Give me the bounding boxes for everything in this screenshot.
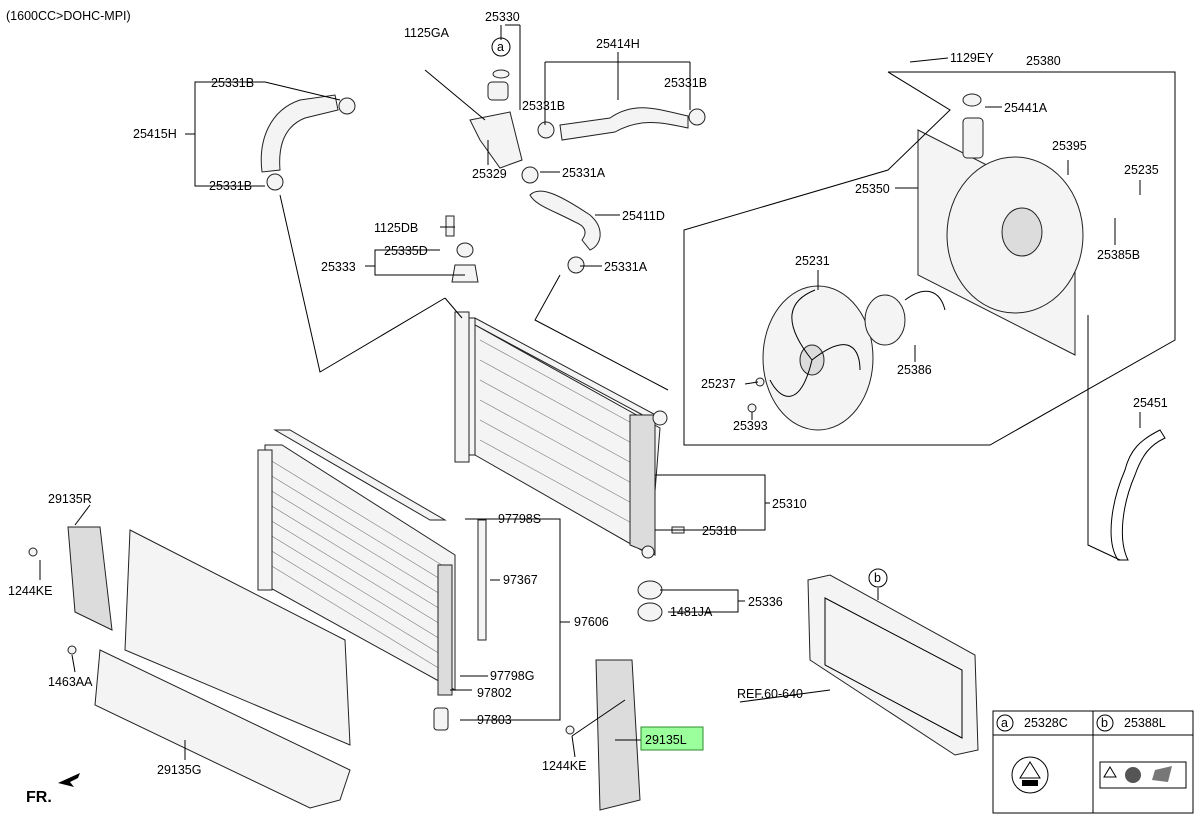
filler-neck-drawing (469, 69, 523, 169)
part-1463AA-label[interactable]: 1463AA (48, 675, 93, 689)
part-1129EY-label[interactable]: 1129EY (950, 51, 994, 65)
warning-label-a-icon (1011, 756, 1049, 794)
clamp-25331a-lower-drawing (567, 256, 585, 274)
part-25331B-topleft-label[interactable]: 25331B (211, 76, 254, 90)
part-25451-label[interactable]: 25451 (1133, 396, 1168, 410)
part-25331B-center-label[interactable]: 25331B (522, 99, 565, 113)
condenser-drawing (257, 429, 487, 731)
front-arrow-icon (58, 773, 80, 787)
clamp-25331b-topright-drawing (688, 108, 706, 126)
part-25331B-midleft-label[interactable]: 25331B (209, 179, 252, 193)
part-97606-label[interactable]: 97606 (574, 615, 609, 629)
fan-blade-drawing (762, 285, 874, 431)
legend-b-marker: b (1101, 716, 1108, 730)
part-97798S-label[interactable]: 97798S (498, 512, 541, 526)
bolt-1463aa-drawing (67, 645, 77, 655)
part-25331A-upper-label[interactable]: 25331A (562, 166, 606, 180)
part-29135R-label[interactable]: 29135R (48, 492, 92, 506)
front-direction-label: FR. (26, 789, 52, 806)
leader-lines (39, 24, 1176, 760)
part-29135G-label[interactable]: 29135G (157, 763, 201, 777)
air-guard-29135r-drawing (67, 526, 113, 631)
legend-table: a 25328C b 25388L (992, 710, 1194, 814)
part-1244KE-left-label[interactable]: 1244KE (8, 584, 52, 598)
engine-spec-label: (1600CC>DOHC-MPI) (6, 9, 131, 23)
part-25385B-label[interactable]: 25385B (1097, 248, 1140, 262)
part-25350-label[interactable]: 25350 (855, 182, 890, 196)
callout-a-letter: a (497, 40, 504, 54)
part-25330-label[interactable]: 25330 (485, 10, 520, 24)
part-25237-label[interactable]: 25237 (701, 377, 736, 391)
part-25386-label[interactable]: 25386 (897, 363, 932, 377)
part-25231-label[interactable]: 25231 (795, 254, 830, 268)
bolt-1244ke-bottom-drawing (565, 725, 575, 735)
mounting-bracket-drawing (445, 215, 479, 283)
part-97802-label[interactable]: 97802 (477, 686, 512, 700)
part-25411D-label[interactable]: 25411D (622, 209, 665, 223)
part-1125DB-label[interactable]: 1125DB (374, 221, 418, 235)
part-25235-label[interactable]: 25235 (1124, 163, 1159, 177)
part-1244KE-bottom-label[interactable]: 1244KE (542, 759, 586, 773)
part-25415H-label[interactable]: 25415H (133, 127, 177, 141)
part-25318-label[interactable]: 25318 (702, 524, 737, 538)
air-guard-29135l-drawing (595, 659, 641, 811)
part-25331A-lower-label[interactable]: 25331A (604, 260, 648, 274)
part-25329-label[interactable]: 25329 (472, 167, 507, 181)
part-25393-label[interactable]: 25393 (733, 419, 768, 433)
part-97367-label[interactable]: 97367 (503, 573, 538, 587)
part-1481JA-label[interactable]: 1481JA (670, 605, 713, 619)
hose-25415h-drawing (260, 94, 339, 173)
warning-label-b-icon (1099, 761, 1187, 789)
callout-a[interactable]: a (491, 37, 511, 57)
part-1125GA-label[interactable]: 1125GA (404, 26, 450, 40)
part-29135L-highlight (640, 726, 704, 751)
part-25441A-label[interactable]: 25441A (1004, 101, 1048, 115)
hose-25411d-drawing (529, 190, 601, 251)
part-25335D-label[interactable]: 25335D (384, 244, 428, 258)
part-25331B-topright-label[interactable]: 25331B (664, 76, 707, 90)
part-25336-label[interactable]: 25336 (748, 595, 783, 609)
part-25333-label[interactable]: 25333 (321, 260, 356, 274)
part-25380-label[interactable]: 25380 (1026, 54, 1061, 68)
part-25395-label[interactable]: 25395 (1052, 139, 1087, 153)
bolt-1244ke-left-drawing (28, 547, 38, 557)
clamp-25331b-center-drawing (537, 121, 555, 139)
legend-b-part[interactable]: 25388L (1124, 716, 1166, 730)
legend-a-part[interactable]: 25328C (1024, 716, 1068, 730)
clamp-25331b-topleft-drawing (338, 97, 356, 115)
mount-25336-lower-drawing (637, 602, 663, 622)
mount-25336-upper-drawing (637, 580, 663, 600)
hose-25414h-drawing (559, 107, 689, 141)
part-25310-label[interactable]: 25310 (772, 497, 807, 511)
radiator-drawing (454, 311, 668, 559)
ref-60-640-label[interactable]: REF.60-640 (737, 687, 803, 701)
air-guard-29135g-drawing (94, 649, 351, 809)
part-97803-label[interactable]: 97803 (477, 713, 512, 727)
front-end-module-drawing (807, 574, 979, 756)
hose-25451-drawing (1110, 429, 1166, 561)
callout-b[interactable]: b (868, 568, 888, 588)
fan-motor-drawing (747, 290, 946, 413)
part-29135L-label[interactable]: 29135L (645, 733, 687, 747)
part-25414H-label[interactable]: 25414H (596, 37, 640, 51)
air-guard-frame-drawing (124, 529, 351, 746)
clamp-25331a-upper-drawing (521, 166, 539, 184)
fan-shroud-drawing (917, 93, 1084, 356)
legend-a-marker: a (1001, 716, 1008, 730)
clamp-25331b-midleft-drawing (266, 173, 284, 191)
part-97798G-label[interactable]: 97798G (490, 669, 534, 683)
callout-b-letter: b (874, 571, 881, 585)
